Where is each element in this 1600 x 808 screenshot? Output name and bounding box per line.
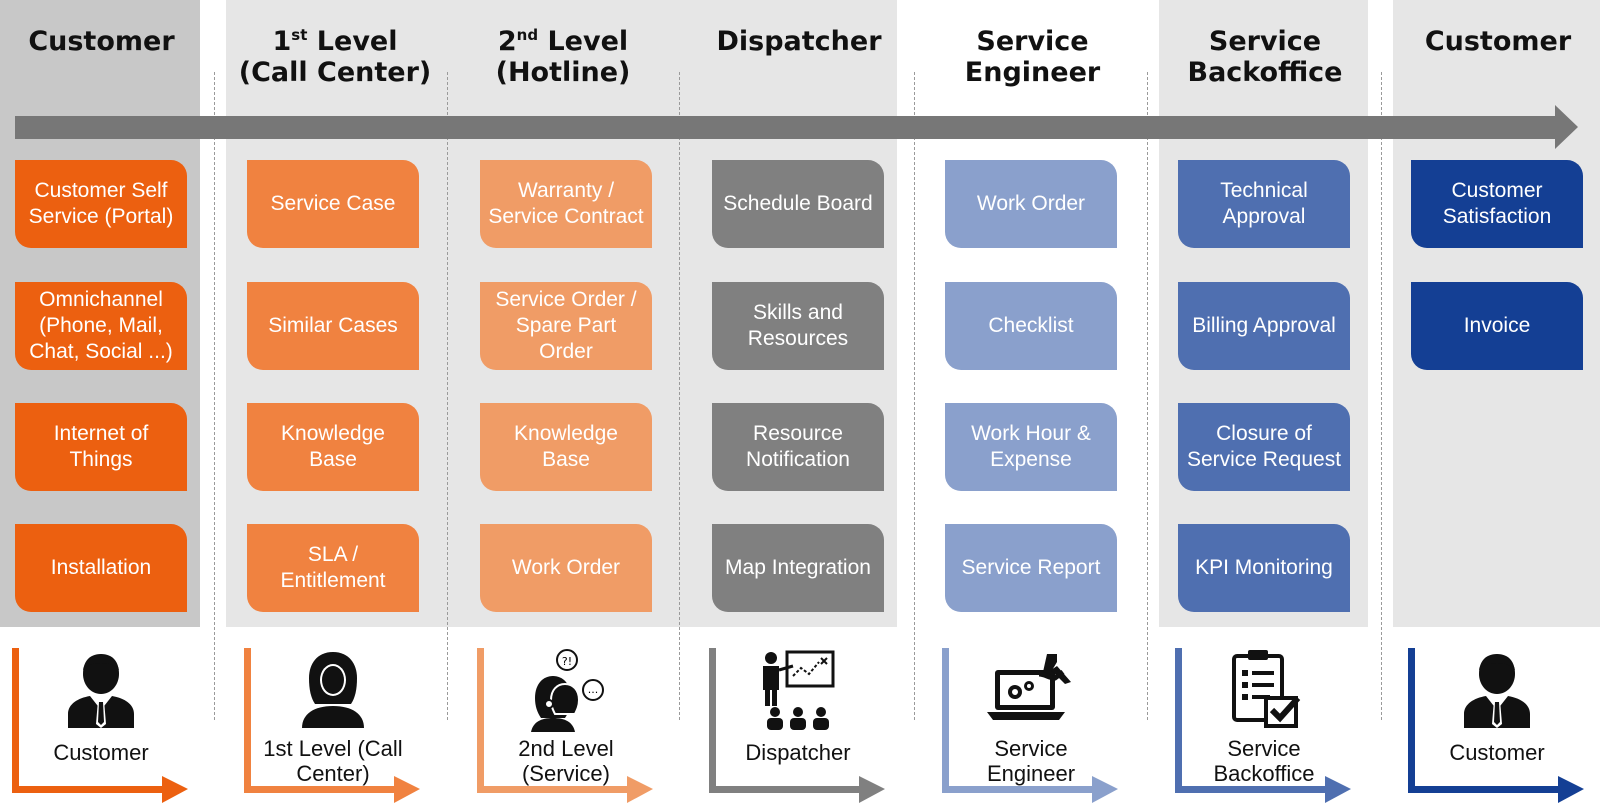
dispatcher-card-2: Skills and Resources [712,282,884,370]
customer-1-card-3: Internet of Things [15,403,187,491]
customer-1-card-2: Omnichannel (Phone, Mail, Chat, Social .… [15,282,187,370]
header-dispatcher: Dispatcher [716,26,882,57]
service-backoffice-card-2: Billing Approval [1178,282,1350,370]
customer-1-card-1: Customer Self Service (Portal) [15,160,187,248]
first-level-card-1: Service Case [247,160,419,248]
second-level-role-label: 2nd Level (Service) [518,736,614,786]
header-customer: Customer [28,26,175,57]
customer-1-role-label: Customer [53,740,149,765]
divider-5 [1147,72,1148,720]
service-engineer-card-3: Work Hour & Expense [945,403,1117,491]
second-level-card-4: Work Order [480,524,652,612]
divider-4 [914,72,915,720]
divider-1 [214,72,215,720]
service-backoffice-card-4: KPI Monitoring [1178,524,1350,612]
process-flow-arrow [15,105,1578,149]
svg-text:...: ... [588,683,599,696]
divider-2 [447,72,448,720]
dispatcher-card-1: Schedule Board [712,160,884,248]
header-second-level: 2nd Level (Hotline) [495,26,631,88]
first-level-card-2: Similar Cases [247,282,419,370]
service-engineer-card-1: Work Order [945,160,1117,248]
service-backoffice-role-arrow [1175,648,1351,803]
service-engineer-card-2: Checklist [945,282,1117,370]
presenter-board-icon [755,648,841,735]
service-backoffice-role-label: Service Backoffice [1213,736,1315,786]
header-customer-end: Customer [1424,26,1572,57]
customer-1-role-arrow [12,648,188,803]
divider-6 [1381,72,1382,720]
header-service-backoffice: Service Backoffice [1187,26,1343,88]
second-level-card-3: Knowledge Base [480,403,652,491]
first-level-role-label: 1st Level (Call Center) [263,736,403,786]
dispatcher-role-label: Dispatcher [745,740,851,765]
divider-3 [679,72,680,720]
service-engineer-role-label: Service Engineer [986,736,1076,786]
second-level-role-arrow [477,648,653,803]
customer-2-card-1: Customer Satisfaction [1411,160,1583,248]
customer-2-card-2: Invoice [1411,282,1583,370]
service-backoffice-card-3: Closure of Service Request [1178,403,1350,491]
dispatcher-card-4: Map Integration [712,524,884,612]
dispatcher-role-arrow [709,648,885,803]
first-level-role-arrow [244,648,420,803]
second-level-card-2: Service Order / Spare Part Order [480,282,652,370]
header-first-level: 1st Level (Call Center) [238,26,432,88]
clipboard-check-icon [1226,648,1302,735]
svg-text:?!: ?! [562,655,572,668]
first-level-card-4: SLA / Entitlement [247,524,419,612]
header-service-engineer: Service Engineer [964,26,1101,88]
businessman-icon [62,648,140,733]
customer-1-card-4: Installation [15,524,187,612]
service-engineer-card-4: Service Report [945,524,1117,612]
customer-2-role-label: Customer [1449,740,1545,765]
second-level-card-1: Warranty / Service Contract [480,160,652,248]
first-level-card-3: Knowledge Base [247,403,419,491]
customer-2-role-arrow [1408,648,1584,803]
dispatcher-card-3: Resource Notification [712,403,884,491]
businessman-icon [1458,648,1536,733]
service-backoffice-card-1: Technical Approval [1178,160,1350,248]
laptop-wrench-icon [985,648,1077,735]
call-center-agent-icon [294,648,372,733]
service-engineer-role-arrow [942,648,1118,803]
hotline-agents-icon: ?! ... [521,648,611,737]
